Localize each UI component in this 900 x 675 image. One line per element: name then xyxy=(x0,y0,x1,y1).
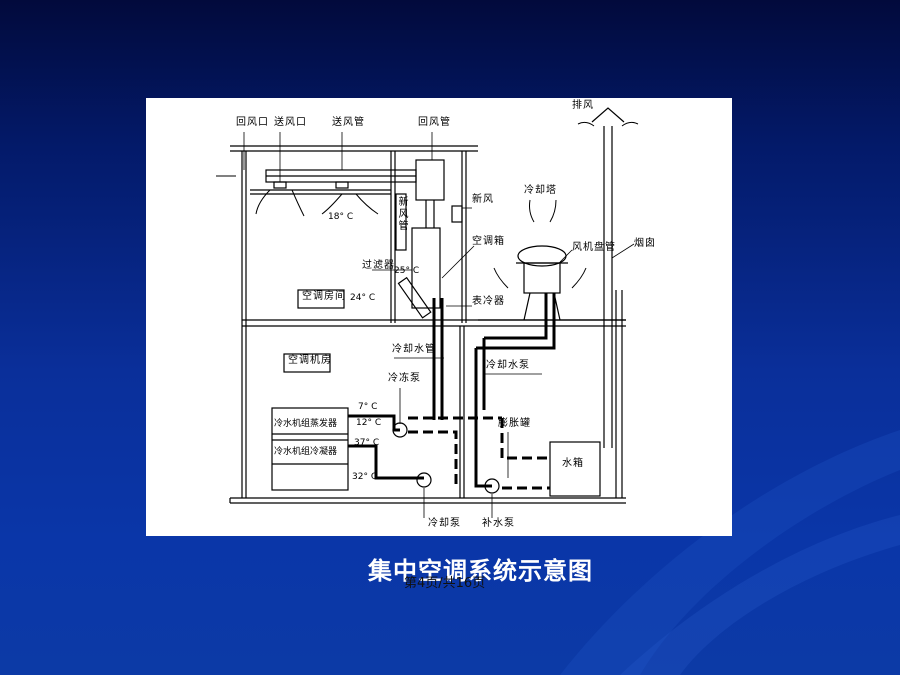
label-water-tank: 水箱 xyxy=(562,458,584,469)
label-supply-vent: 送风口 xyxy=(274,117,307,128)
page-indicator: 第4页/共16页 xyxy=(404,576,486,591)
label-cooling-water-pump: 冷却水泵 xyxy=(486,360,530,371)
label-exhaust: 排风 xyxy=(572,100,594,111)
label-chimney: 烟囱 xyxy=(634,238,656,249)
label-fresh-air-duct: 新风管 xyxy=(396,196,407,232)
label-conditioned-room: 空调房间 xyxy=(302,291,346,302)
temp-37: 37° C xyxy=(354,438,380,448)
label-chilled-pump: 冷冻泵 xyxy=(388,373,421,384)
temp-25: 25° C xyxy=(394,266,420,276)
label-cooling-tower: 冷却塔 xyxy=(524,185,557,196)
label-filter: 过滤器 xyxy=(362,260,395,271)
label-cooling-pipe: 冷却水管 xyxy=(392,344,436,355)
label-fresh-air: 新风 xyxy=(472,194,494,205)
label-return-vent: 回风口 xyxy=(236,117,269,128)
diagram-panel: 回风口 送风口 送风管 回风管 排风 新风 冷却塔 新风管 空调箱 风机盘管 过… xyxy=(146,98,732,536)
label-expansion-tank: 膨胀罐 xyxy=(498,418,531,429)
temp-24: 24° C xyxy=(350,293,376,303)
label-return-duct: 回风管 xyxy=(418,117,451,128)
temp-32: 32° C xyxy=(352,472,378,482)
label-makeup-pump: 补水泵 xyxy=(482,518,515,529)
temp-12: 12° C xyxy=(356,418,382,428)
temp-7: 7° C xyxy=(358,402,378,412)
label-supply-duct: 送风管 xyxy=(332,117,365,128)
label-fan-coil: 风机盘管 xyxy=(572,242,616,253)
temp-18: 18° C xyxy=(328,212,354,222)
label-chiller-condenser: 冷水机组冷凝器 xyxy=(274,447,338,457)
slide-title: 集中空调系统示意图 xyxy=(368,557,593,585)
label-machine-room: 空调机房 xyxy=(288,355,332,366)
label-air-handler: 空调箱 xyxy=(472,236,505,247)
hvac-diagram xyxy=(216,107,639,518)
label-cooling-coil: 表冷器 xyxy=(472,296,505,307)
label-cooling-pump: 冷却泵 xyxy=(428,518,461,529)
label-chiller-evaporator: 冷水机组蒸发器 xyxy=(274,419,338,429)
